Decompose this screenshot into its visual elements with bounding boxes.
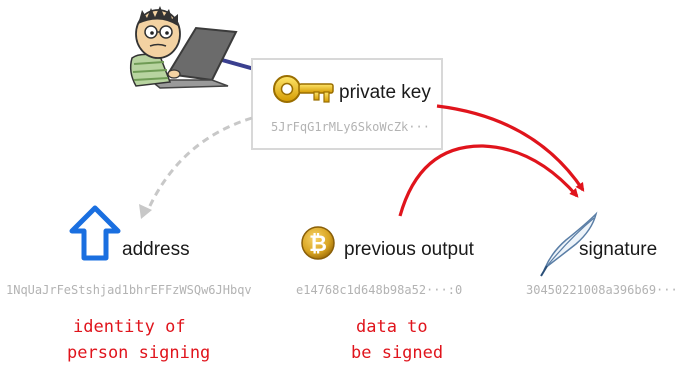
address-node: address 1NqUaJrFeStshjad1bhrEFFzWSQw6JHb… [6,205,252,363]
previous-output-node: ₿ previous output e14768c1d648b98a52···:… [296,226,475,363]
svg-text:₿: ₿ [309,232,327,257]
address-value: 1NqUaJrFeStshjad1bhrEFFzWSQw6JHbqv [6,283,252,297]
signature-node: signature 30450221008a396b69··· [526,211,678,297]
signature-label: signature [579,239,657,260]
previous-output-note-line2: be signed [351,343,443,363]
private-key-value: 5JrFqG1rMLy6SkoWcZk··· [271,120,430,134]
key-to-signature-arrow [436,104,585,192]
derive-address-arrow [139,116,253,219]
private-key-label: private key [339,82,431,103]
previous-output-label: previous output [344,239,475,260]
address-note-line1: identity of [73,317,186,337]
address-label: address [122,239,190,260]
golden-key-icon [273,75,334,103]
private-key-frame [251,58,443,150]
bitcoin-coin-icon: ₿ [301,226,335,260]
private-key-box: private key 5JrFqG1rMLy6SkoWcZk··· [251,58,443,150]
signature-value: 30450221008a396b69··· [526,283,678,297]
previous-output-note-line1: data to [356,317,428,337]
previous-output-value: e14768c1d648b98a52···:0 [296,283,462,297]
person-with-laptop-icon [129,6,259,89]
address-note-line2: person signing [67,343,210,363]
output-to-signature-arrow [398,144,579,217]
quill-pen-icon [540,211,598,277]
up-arrow-address-icon [69,205,121,261]
